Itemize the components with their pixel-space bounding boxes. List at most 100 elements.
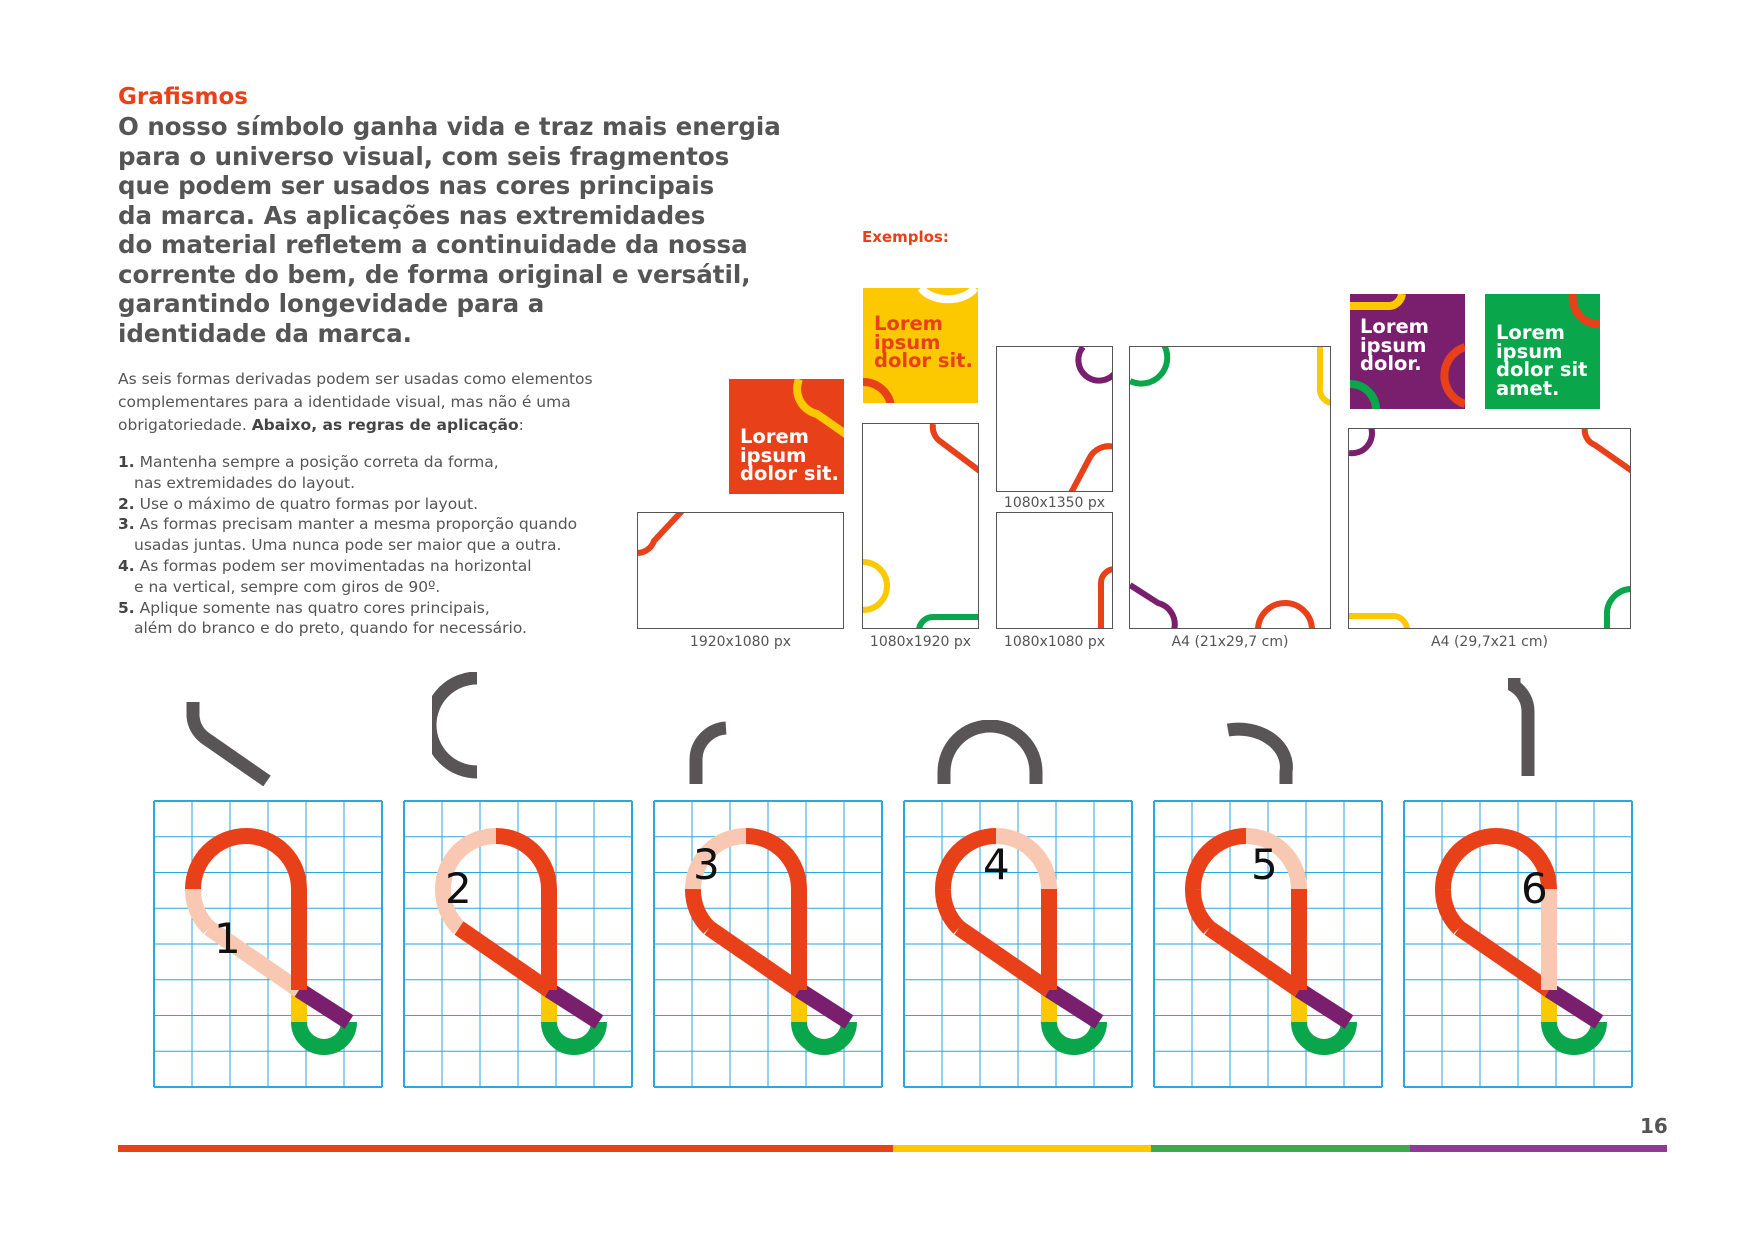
headline-line: garantindo longevidade para a [118, 289, 545, 318]
format-fragment-shape [638, 513, 685, 556]
tile-fragment-shape [863, 288, 978, 403]
tile-fragment-shape [1568, 294, 1600, 329]
symbol-segment [1544, 983, 1604, 1029]
symbol-segment [495, 828, 557, 890]
symbol-segment [935, 828, 997, 890]
rule-number: 4. [118, 556, 135, 575]
fragment-grid-panel [403, 800, 633, 1088]
rule-item: 1. Mantenha sempre a posição correta da … [118, 452, 577, 494]
intro-paragraph: As seis formas derivadas podem ser usada… [118, 368, 638, 437]
fragment-grid-panel [1153, 800, 1383, 1088]
format-1920x1080 [637, 512, 844, 629]
format-caption: A4 (29,7x21 cm) [1431, 634, 1548, 650]
intro-emphasis: Abaixo, as regras de aplicação [251, 416, 519, 434]
fragment-1-shape [186, 702, 271, 786]
symbol-segment [935, 888, 965, 934]
format-caption: 1080x1920 px [869, 634, 972, 650]
rule-text: Aplique somente nas quatro cores princip… [139, 598, 490, 617]
headline-line: que podem ser usados nas cores principai… [118, 171, 715, 200]
headline-line: para o universo visual, com seis fragmen… [118, 141, 730, 171]
format-1080x1350 [996, 346, 1113, 492]
symbol-segment [1204, 921, 1304, 997]
rule-number: 5. [118, 598, 135, 617]
fragment-number: 6 [1521, 864, 1548, 913]
headline-line: identidade da marca. [118, 318, 412, 348]
fragment-number: 4 [983, 840, 1010, 889]
rule-text: Use o máximo de quatro formas por layout… [139, 494, 479, 513]
headline-line: da marca. As aplicações nas extremidades [118, 200, 706, 230]
format-1080x1920 [862, 423, 979, 629]
headline-line: do material refletem a continuidade da n… [118, 230, 748, 259]
rule-item: 2. Use o máximo de quatro formas por lay… [118, 494, 577, 515]
symbol-segment [435, 888, 465, 934]
format-caption: A4 (21x29,7 cm) [1171, 634, 1289, 650]
fragment-grid-panel [903, 800, 1133, 1088]
symbol-segment [454, 921, 554, 997]
format-caption: 1080x1080 px [1003, 634, 1106, 650]
intro-line: As seis formas derivadas podem ser usada… [118, 370, 593, 388]
headline-line: O nosso símbolo ganha vida e traz mais e… [118, 112, 781, 141]
symbol-segment [1294, 983, 1354, 1029]
symbol-segment [544, 983, 604, 1029]
format-fragment-shape [1098, 566, 1112, 628]
rule-item: 3. As formas precisam manter a mesma pro… [118, 514, 577, 556]
symbol-segment [435, 828, 497, 890]
fragment-2-shape [432, 672, 478, 779]
fragment-number: 2 [445, 864, 472, 913]
brand-color-bar [118, 1145, 1667, 1152]
fragment-6-shape [1508, 678, 1535, 776]
fragment-grid-panel [653, 800, 883, 1088]
rule-item: 4. As formas podem ser movimentadas na h… [118, 556, 577, 598]
fragment-3-shape [689, 721, 727, 784]
intro-colon: : [518, 416, 524, 434]
fragment-number: 5 [1251, 840, 1278, 889]
format-a4-landscape [1348, 428, 1631, 629]
format-fragment-shape [1068, 347, 1112, 491]
symbol-segment [995, 828, 1057, 890]
symbol-segment [1495, 828, 1557, 890]
symbol-segment [791, 1021, 857, 1055]
rule-number: 1. [118, 453, 135, 471]
fragment-5-shape [1226, 722, 1293, 784]
section-title: Grafismos [118, 84, 248, 110]
rule-text: usadas juntas. Uma nunca pode ser maior … [134, 536, 562, 555]
rule-text: nas extremidades do layout. [134, 473, 356, 492]
format-fragment-shape [1349, 429, 1630, 628]
rule-text: As formas precisam manter a mesma propor… [139, 515, 578, 534]
intro-text: obrigatoriedade. [118, 416, 252, 434]
symbol-segment [685, 888, 715, 934]
fragment-4-shape [937, 720, 1043, 784]
symbol-segment [1454, 921, 1554, 997]
symbol-segment [541, 1021, 607, 1055]
symbol-segment [1291, 1021, 1357, 1055]
symbol-segment [794, 983, 854, 1029]
rule-item: 5. Aplique somente nas quatro cores prin… [118, 598, 577, 640]
symbol-segment [1541, 1021, 1607, 1055]
headline: O nosso símbolo ganha vida e traz mais e… [118, 112, 781, 348]
symbol-segment [954, 921, 1054, 997]
symbol-segment [185, 828, 247, 890]
symbol-segment [1185, 828, 1247, 890]
tile-fragment-shape [793, 379, 844, 438]
symbol-segment [204, 921, 304, 997]
format-fragment-shape [863, 424, 978, 628]
fragment-number: 3 [693, 840, 720, 889]
symbol-segment [1044, 983, 1104, 1029]
symbol-segment [1435, 888, 1465, 934]
symbol-segment [185, 888, 215, 934]
symbol-segment [685, 828, 747, 890]
rule-text: e na vertical, sempre com giros de 90º. [134, 577, 441, 596]
color-bar-segment [1409, 1145, 1667, 1152]
format-caption: 1920x1080 px [689, 634, 792, 650]
rule-number: 3. [118, 515, 135, 534]
fragment-number: 1 [214, 914, 241, 963]
color-bar-segment [1151, 1145, 1410, 1152]
symbol-segment [294, 983, 354, 1029]
symbol-segment [1435, 828, 1497, 890]
